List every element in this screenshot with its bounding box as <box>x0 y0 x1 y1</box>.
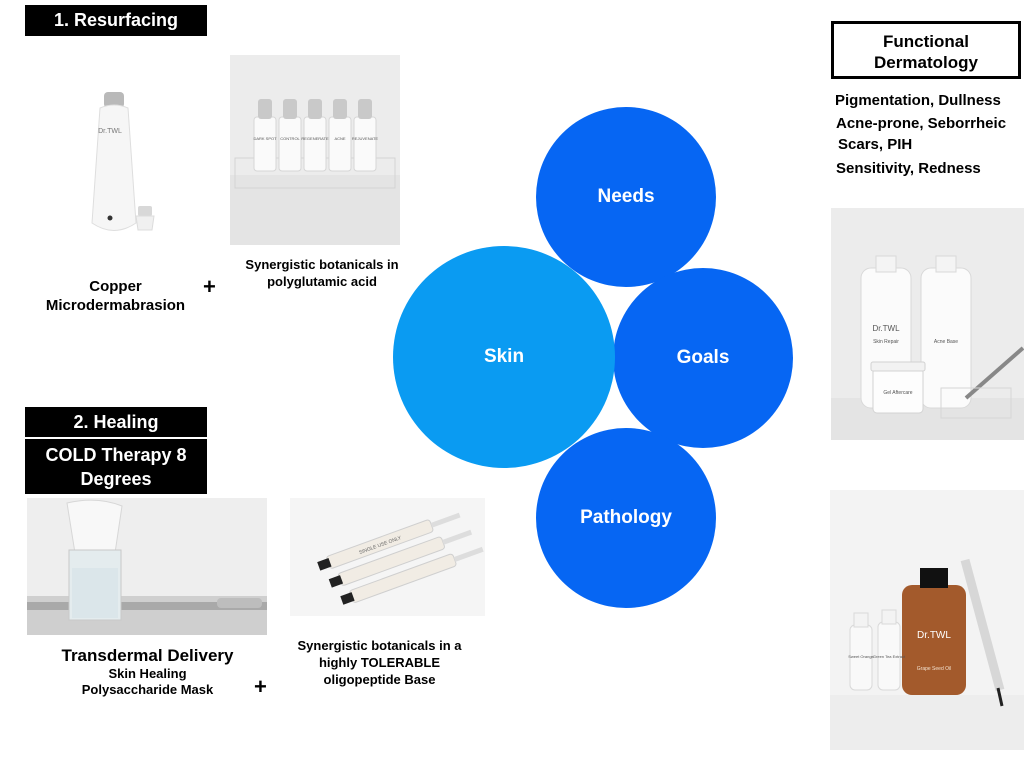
copper-microdermabrasion-label: Copper Microdermabrasion <box>45 278 186 314</box>
vial-label: REGENERATE <box>301 136 329 141</box>
amber-brand-label: Dr.TWL <box>917 630 951 641</box>
needs-circle: Needs <box>536 107 716 287</box>
pathology-circle: Pathology <box>536 428 716 608</box>
condition-item: Sensitivity, Redness <box>836 160 981 177</box>
vial-label: CONTROL <box>280 136 300 141</box>
botanicals-pga-label: Synergistic botanicals in polyglutamic a… <box>245 257 399 289</box>
small-bottle-label: Green Tea Extract <box>873 654 906 659</box>
pathology-label: Pathology <box>580 507 672 528</box>
functional-dermatology-box: Functional Dermatology <box>831 21 1021 79</box>
bottle-label: Acne Base <box>934 339 958 345</box>
goals-circle: Goals <box>613 268 793 448</box>
jar-label: Gel Aftercare <box>883 390 912 396</box>
condition-item: Scars, PIH <box>838 136 913 153</box>
amber-label: Grape Seed Oil <box>917 666 951 672</box>
section-resurfacing-title: 1. Resurfacing <box>25 5 207 36</box>
microdermabrasion-device-image: Dr.TWL <box>40 88 195 238</box>
needs-label: Needs <box>597 186 655 207</box>
plus-sign: + <box>203 274 216 299</box>
vial-label: DARK SPOT <box>253 136 277 141</box>
amber-bottle-image: Dr.TWL Grape Seed Oil Sweet Orange Green… <box>830 490 1024 750</box>
cold-therapy-beaker-image <box>27 498 267 635</box>
vial-label: REJUVENATE <box>352 136 378 141</box>
transdermal-delivery-label: Transdermal Delivery <box>61 646 234 665</box>
vial-label: ACNE <box>334 136 345 141</box>
white-bottles-image: Dr.TWL Skin Repair Acne Base Gel Afterca… <box>831 208 1024 440</box>
pen-brand-label: Dr.TWL <box>98 128 122 135</box>
polysaccharide-mask-label: Skin Healing Polysaccharide Mask <box>81 666 214 697</box>
condition-item: Pigmentation, Dullness <box>835 92 1001 109</box>
botanicals-oligopeptide-label: Synergistic botanicals in a highly TOLER… <box>297 638 462 687</box>
cold-therapy-subtitle: COLD Therapy 8 Degrees <box>25 439 207 494</box>
goals-label: Goals <box>676 347 730 368</box>
bottle-brand-label: Dr.TWL <box>872 324 900 333</box>
skin-label: Skin <box>483 346 525 367</box>
serum-vials-image: DARK SPOT CONTROL REGENERATE ACNE REJUVE… <box>230 55 400 245</box>
small-bottle-label: Sweet Orange <box>848 654 874 659</box>
bottle-label: Skin Repair <box>873 339 899 345</box>
skin-circle: Skin <box>393 246 615 468</box>
section-healing-title: 2. Healing <box>25 407 207 437</box>
plus-sign: + <box>254 674 267 699</box>
syringes-image: SINGLE USE ONLY <box>290 498 485 616</box>
condition-item: Acne-prone, Seborrheic <box>836 115 1007 132</box>
